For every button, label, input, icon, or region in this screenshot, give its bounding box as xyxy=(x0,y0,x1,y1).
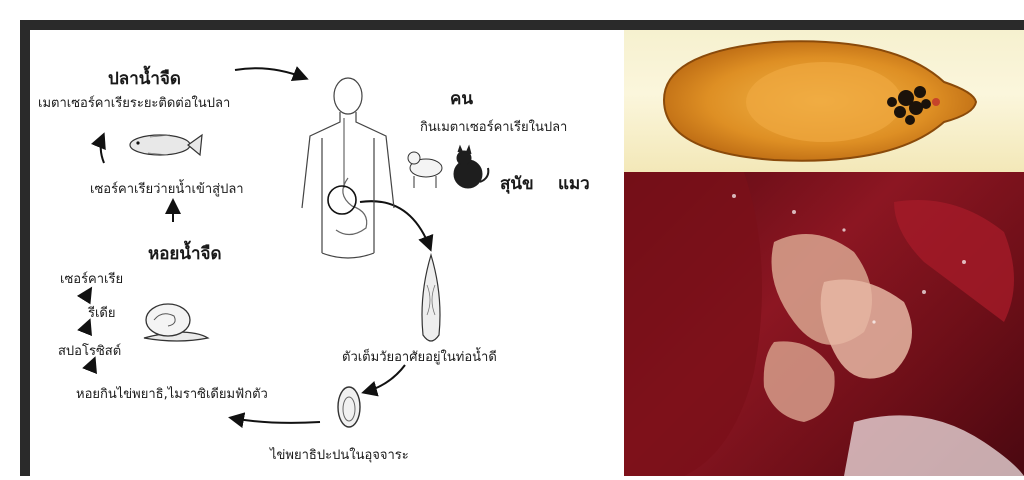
label-eggs-in-feces: ไข่พยาธิปะปนในอุจจาระ xyxy=(270,444,409,465)
label-cat: แมว xyxy=(558,170,590,197)
cycle-arrow-icon xyxy=(85,68,430,423)
label-freshwater-fish: ปลาน้ำจืด xyxy=(108,65,181,92)
infected-liver-photo xyxy=(624,172,1024,476)
label-dog: สุนัข xyxy=(500,170,534,197)
infected-liver-illustration xyxy=(624,172,1024,476)
dog-icon xyxy=(408,152,442,188)
label-freshwater-snail: หอยน้ำจืด xyxy=(148,240,222,267)
label-redia: รีเดีย xyxy=(88,302,116,323)
liver-fluke-illustration xyxy=(624,30,1024,172)
label-snail-eats-eggs: หอยกินไข่พยาธิ,ไมราซิเดียมฟักตัว xyxy=(76,383,268,404)
label-human: คน xyxy=(450,85,473,112)
human-body-icon xyxy=(302,78,394,258)
label-sporocyst: สปอโรซิสต์ xyxy=(58,340,121,361)
label-adult-in-bile-duct: ตัวเต็มวัยอาศัยอยู่ในท่อน้ำดี xyxy=(342,346,497,367)
label-metacercaria-in-fish: เมตาเซอร์คาเรียระยะติดต่อในปลา xyxy=(38,92,230,113)
egg-icon xyxy=(338,387,360,427)
liver-fluke-photo xyxy=(624,30,1024,172)
snail-icon xyxy=(144,304,208,341)
label-cercaria: เซอร์คาเรีย xyxy=(60,268,123,289)
life-cycle-diagram: ปลาน้ำจืด เมตาเซอร์คาเรียระยะติดต่อในปลา… xyxy=(30,30,624,476)
cat-icon xyxy=(454,146,488,188)
label-cercaria-swim-to-fish: เซอร์คาเรียว่ายน้ำเข้าสู่ปลา xyxy=(90,178,244,199)
adult-fluke-icon xyxy=(422,255,440,341)
label-human-eats-metacercaria: กินเมตาเซอร์คาเรียในปลา xyxy=(420,116,567,137)
fish-icon xyxy=(130,135,202,155)
